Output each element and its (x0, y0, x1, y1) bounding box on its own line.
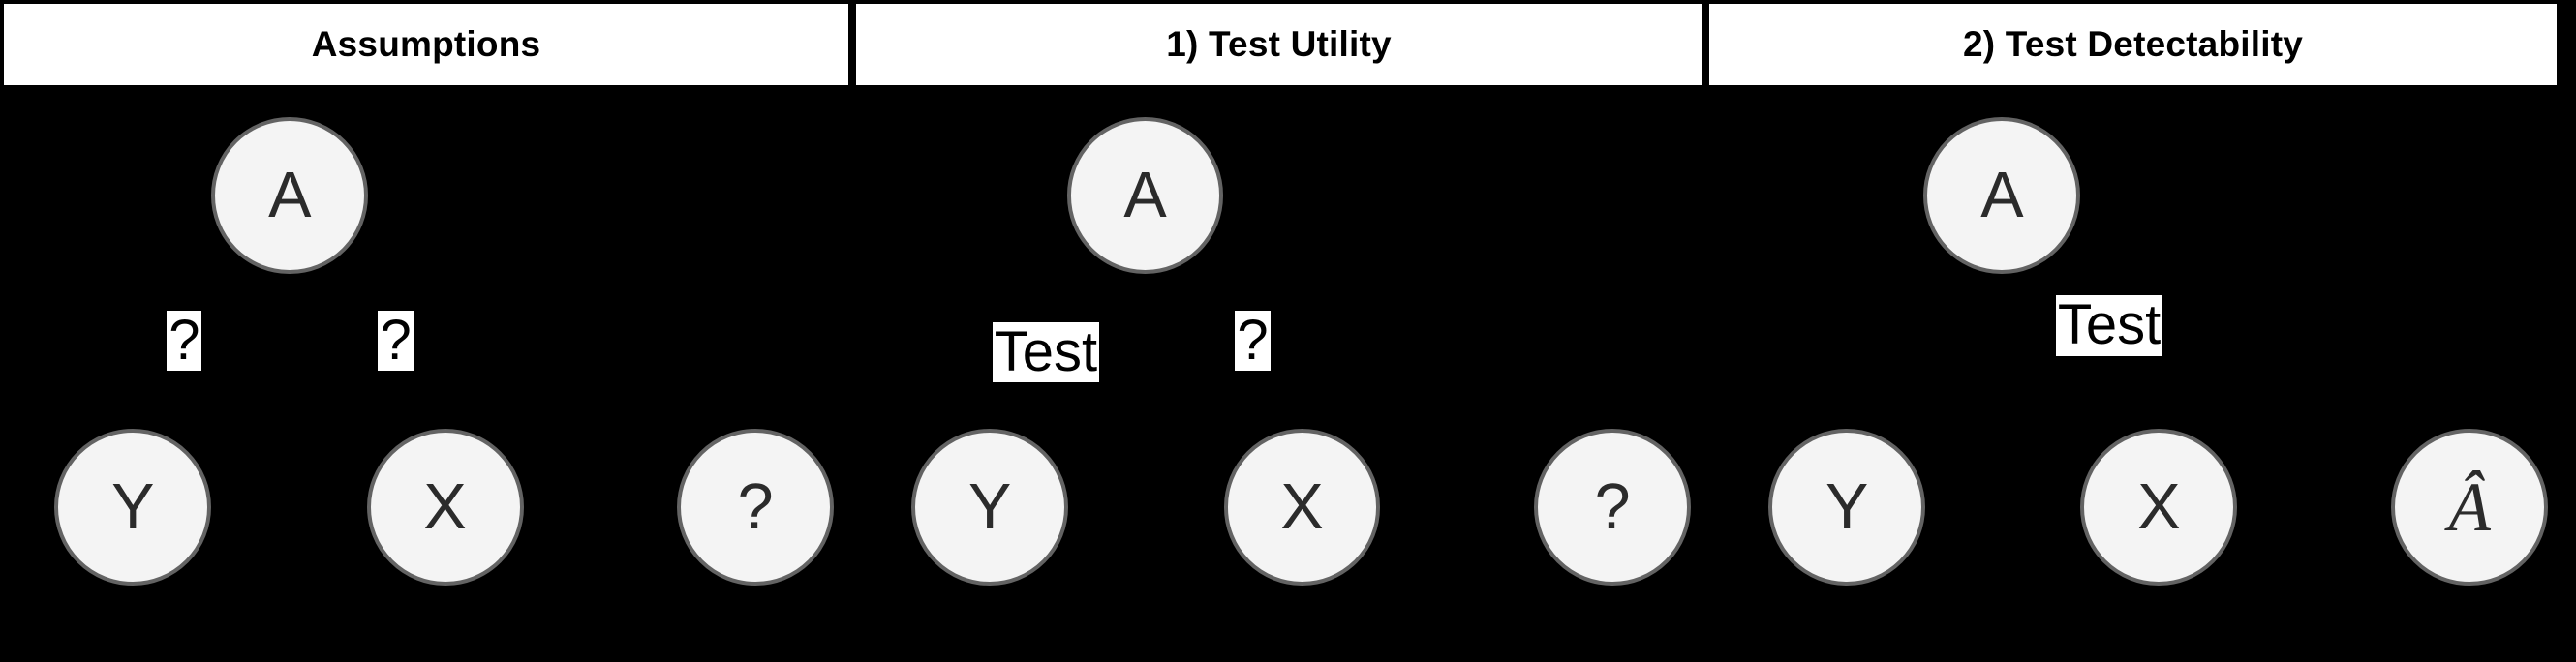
node-label-y-test-detectability: Y (1825, 471, 1869, 544)
node-x-assumptions[interactable]: X (366, 429, 524, 587)
node-label-x-assumptions: X (423, 471, 467, 544)
node-label-x-test-utility: X (1280, 471, 1324, 544)
node-y-test-detectability[interactable]: Y (1768, 429, 1926, 587)
node-x-test-utility[interactable]: X (1223, 429, 1381, 587)
node-label-x-test-detectability: X (2137, 471, 2181, 544)
node-label-a-hat-test-detectability: Â (2448, 468, 2491, 546)
node-y-test-utility[interactable]: Y (911, 429, 1069, 587)
node-label-a-test-detectability: A (1980, 159, 2024, 231)
panel-header-band: Assumptions 1) Test Utility 2) Test Dete… (0, 0, 2576, 89)
node-label-y-assumptions: Y (111, 471, 155, 544)
panel-title-test-detectability: 2) Test Detectability (1962, 24, 2303, 64)
edge-label-test-utility-right: ? (1235, 309, 1271, 372)
node-a-assumptions[interactable]: A (211, 117, 369, 275)
edge-a3-y3 (1849, 254, 1959, 435)
node-a-test-utility[interactable]: A (1066, 117, 1224, 275)
node-x-test-detectability[interactable]: X (2080, 429, 2238, 587)
panel-header-test-detectability: 2) Test Detectability (1709, 4, 2557, 85)
node-label-unknown-assumptions: ? (737, 471, 774, 544)
node-label-a-test-utility: A (1123, 159, 1167, 231)
node-unknown-test-utility[interactable]: ? (1534, 429, 1692, 587)
node-unknown-assumptions[interactable]: ? (677, 429, 835, 587)
panel-title-assumptions: Assumptions (311, 24, 541, 64)
panel-title-test-utility: 1) Test Utility (1166, 24, 1392, 64)
node-a-test-detectability[interactable]: A (1923, 117, 2081, 275)
node-label-unknown-test-utility: ? (1594, 471, 1631, 544)
node-label-y-test-utility: Y (968, 471, 1012, 544)
node-label-a-assumptions: A (268, 159, 312, 231)
node-y-assumptions[interactable]: Y (54, 429, 212, 587)
edge-label-assumptions-left: ? (167, 309, 202, 372)
panel-header-test-utility: 1) Test Utility (856, 4, 1702, 85)
node-a-hat-test-detectability[interactable]: Â (2391, 429, 2548, 587)
panel-header-assumptions: Assumptions (4, 4, 848, 85)
edge-label-test-detectability: Test (2055, 294, 2163, 357)
edge-label-assumptions-right: ? (378, 309, 414, 372)
edge-label-test-utility-left: Test (992, 320, 1100, 383)
